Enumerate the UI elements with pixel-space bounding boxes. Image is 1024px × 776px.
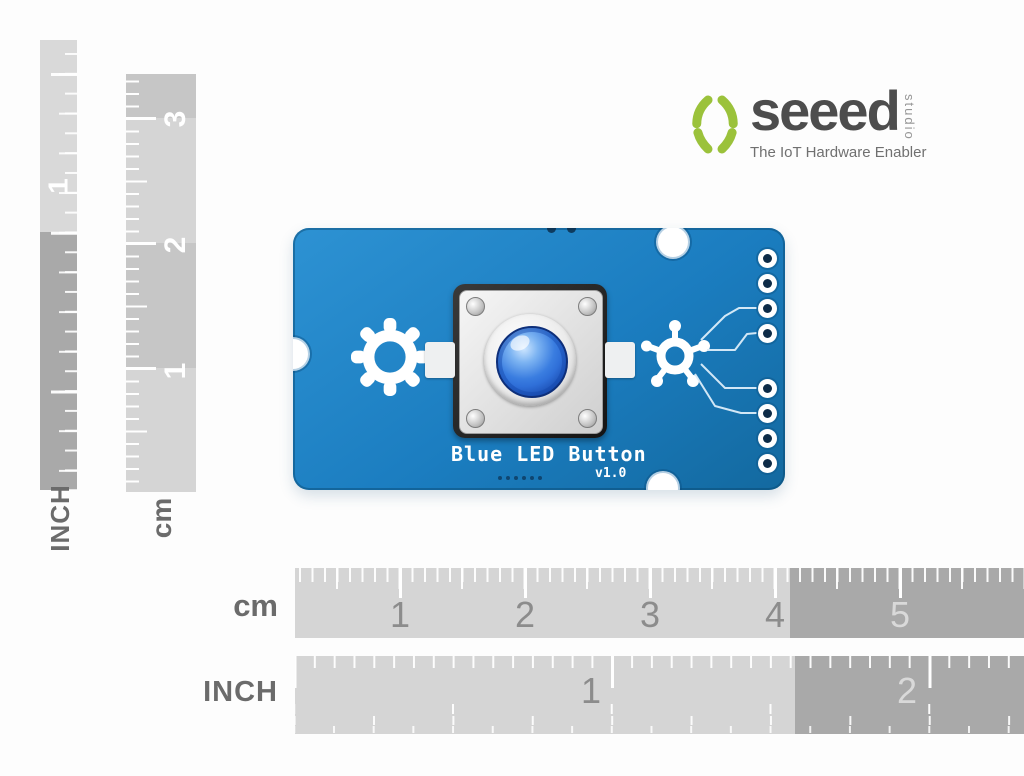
brand-tagline: The IoT Hardware Enabler: [750, 144, 927, 161]
silkscreen-version: v1.0: [595, 466, 627, 481]
pth-pad: [758, 454, 777, 473]
fiducial-dot: [530, 476, 534, 480]
button-rivet: [466, 297, 485, 316]
ruler-number: 1: [42, 178, 74, 194]
silkscreen-title: Blue LED Button: [451, 442, 647, 466]
left-cm-ruler: 3 2 1: [126, 74, 196, 492]
ruler-number: 5: [889, 594, 911, 635]
pth-pad: [758, 274, 777, 293]
bottom-cm-ruler-label: cm: [233, 588, 278, 623]
ruler-ticks: [126, 74, 156, 492]
left-inch-ruler-label: INCH: [45, 484, 75, 552]
panel-tab-mark: [567, 228, 576, 233]
button-rivet: [578, 297, 597, 316]
ruler-ticks: [295, 568, 1024, 598]
blue-led-dome: [496, 326, 568, 398]
left-cm-ruler-label: cm: [146, 497, 177, 539]
pcb-board: Blue LED Button v1.0: [293, 228, 785, 490]
brand-sub-name: studio: [902, 94, 917, 141]
ruler-ticks: [295, 704, 1024, 714]
ruler-number: 4: [764, 594, 786, 635]
ruler-ticks: [295, 656, 1024, 688]
fiducial-dot: [498, 476, 502, 480]
bottom-cm-ruler: 1 2 3 4 5: [295, 568, 1024, 638]
ruler-number: 1: [159, 362, 192, 380]
pth-pad: [758, 299, 777, 318]
fiducial-dot: [538, 476, 542, 480]
mounting-hole-top-right: [658, 228, 688, 257]
brand-name: seeed: [750, 79, 901, 142]
node-icon: [641, 320, 710, 387]
pth-pad: [758, 249, 777, 268]
fiducial-dot: [522, 476, 526, 480]
bottom-inch-ruler: 1 2: [295, 656, 1024, 734]
button-rivet: [466, 409, 485, 428]
panel-tab-mark: [547, 228, 556, 233]
edge-notch-left: [293, 339, 308, 369]
ruler-number: 2: [159, 236, 192, 254]
pth-pad: [758, 429, 777, 448]
button-rivet: [578, 409, 597, 428]
ruler-number: 3: [159, 110, 192, 128]
gear-icon: [351, 318, 429, 396]
pth-pad: [758, 324, 777, 343]
ruler-number: 2: [896, 670, 918, 711]
seeed-logo: seeed studio The IoT Hardware Enabler: [686, 79, 936, 182]
pth-pad: [758, 379, 777, 398]
fiducial-dot: [514, 476, 518, 480]
pth-pad: [758, 404, 777, 423]
seeed-leaf-icon: [692, 95, 738, 154]
fiducial-dot: [506, 476, 510, 480]
button-flange-left: [425, 342, 455, 378]
ruler-number: 1: [389, 594, 411, 635]
trace-lines: [694, 307, 758, 414]
ruler-ticks: [295, 726, 1024, 733]
ruler-number: 1: [580, 670, 602, 711]
mounting-hole-bottom-right: [648, 473, 678, 490]
ruler-ticks: [51, 40, 77, 490]
ruler-number: 3: [639, 594, 661, 635]
left-inch-ruler: 1: [40, 40, 77, 490]
ruler-number: 2: [514, 594, 536, 635]
bottom-inch-ruler-label: INCH: [203, 676, 278, 708]
ruler-ticks: [295, 716, 1024, 725]
button-flange-right: [605, 342, 635, 378]
